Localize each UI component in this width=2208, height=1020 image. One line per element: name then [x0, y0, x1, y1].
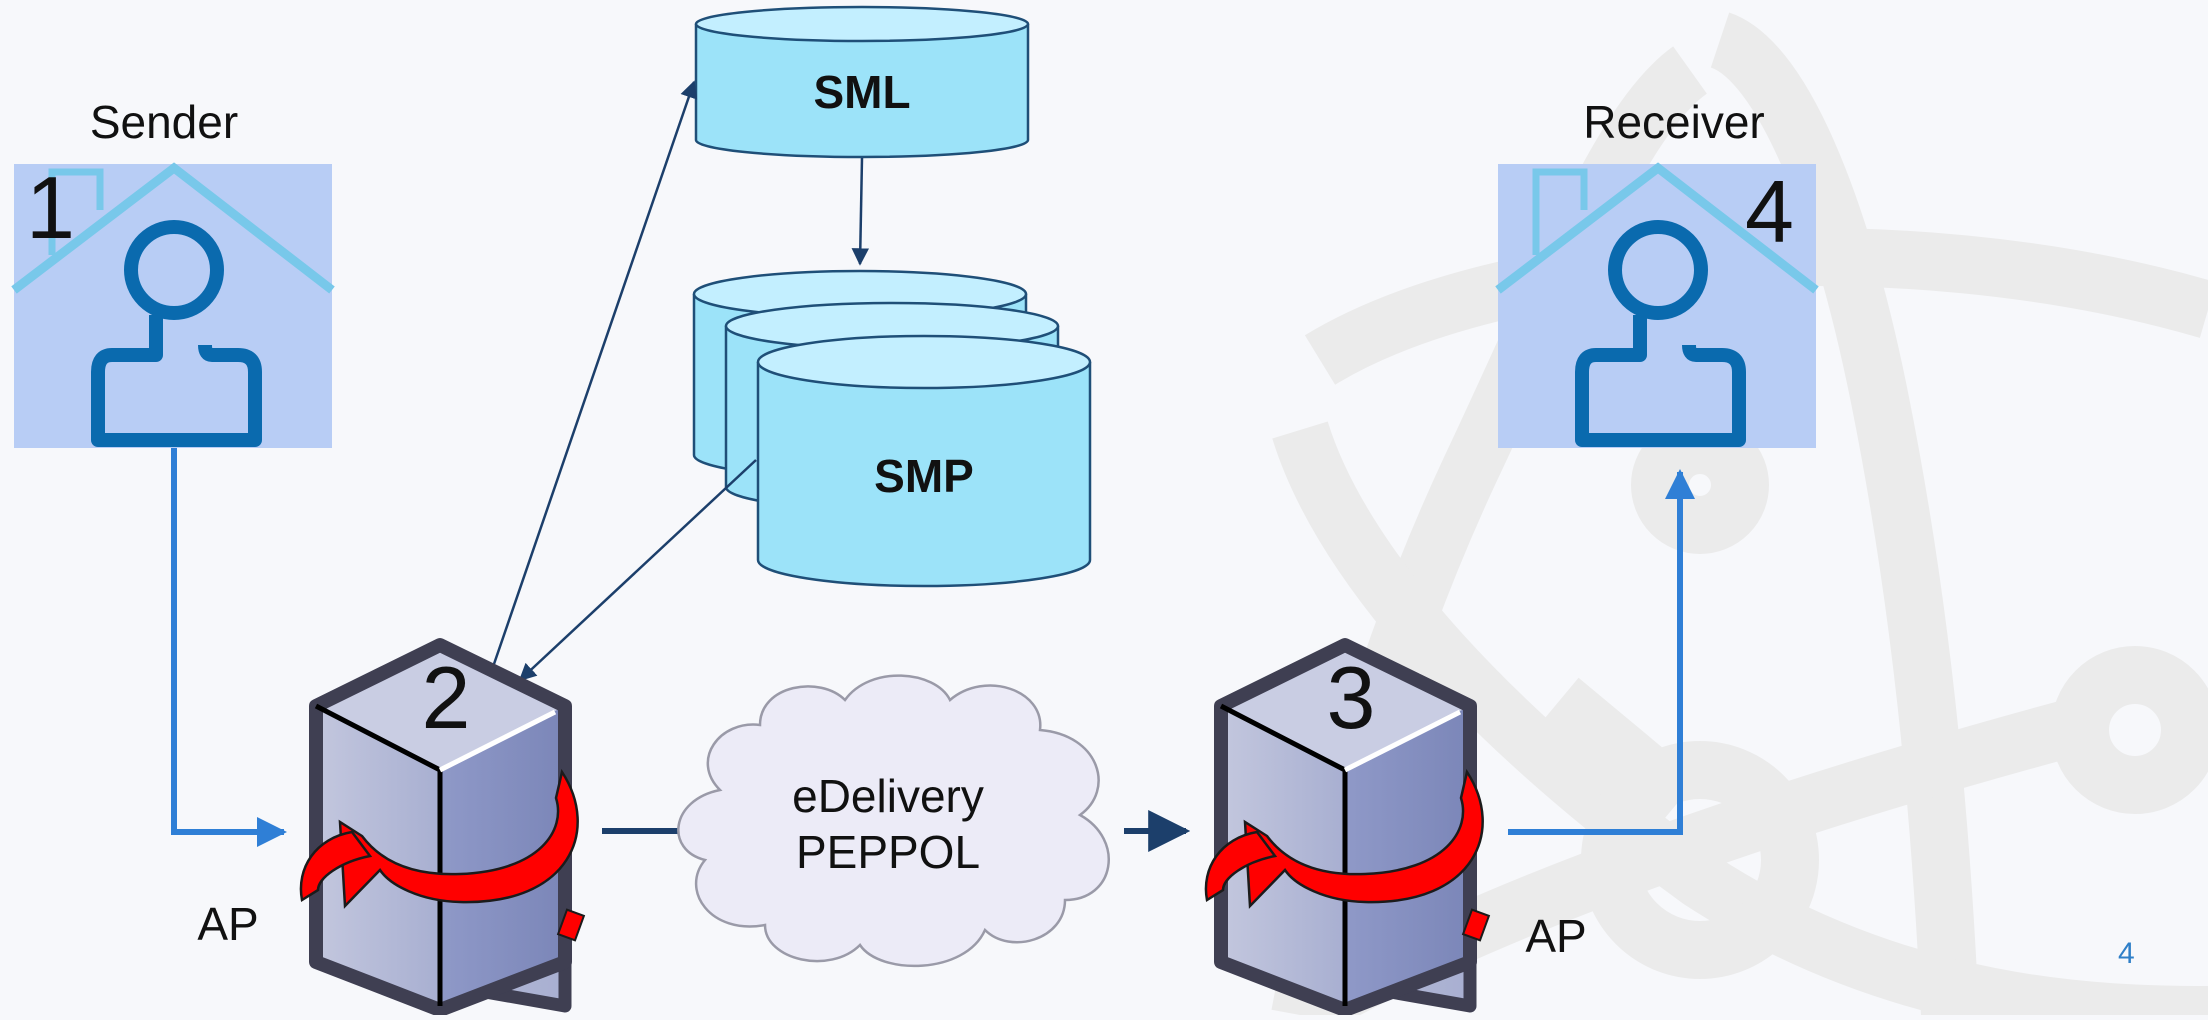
- cloud-label-line1: eDelivery: [792, 770, 984, 822]
- sender-to-ap-connector: [171, 448, 287, 847]
- sml-to-smp-arrow: [851, 157, 870, 266]
- sender-number: 1: [26, 158, 75, 257]
- sender-ap-label: AP: [197, 898, 258, 950]
- receiver-user-house-icon[interactable]: [1495, 162, 1819, 448]
- receiver-ap-exchange-arrow-icon: [1243, 768, 1484, 909]
- smp-database-icon[interactable]: [692, 269, 1092, 588]
- sender-title: Sender: [90, 96, 238, 148]
- receiver-ap-number: 3: [1327, 648, 1376, 747]
- cloud-label-line2: PEPPOL: [796, 826, 980, 878]
- slide-page-number: 4: [2118, 937, 2135, 970]
- edelivery-cloud-icon[interactable]: [677, 674, 1110, 968]
- smp-to-ap-arrow: [518, 459, 757, 682]
- sender-ap-number: 2: [422, 648, 471, 747]
- receiver-ap-label: AP: [1525, 910, 1586, 962]
- ap-to-sml-arrow: [492, 80, 698, 665]
- ap-to-receiver-connector: [1508, 469, 1695, 835]
- receiver-number: 4: [1745, 162, 1794, 261]
- smp-label: SMP: [874, 450, 974, 502]
- sml-database-icon[interactable]: [694, 5, 1030, 159]
- sender-ap-exchange-arrow-icon: [338, 768, 579, 909]
- sml-label: SML: [813, 66, 910, 118]
- receiver-ap-server-icon[interactable]: [1204, 638, 1491, 1017]
- sender-user-house-icon[interactable]: [11, 162, 335, 448]
- sender-ap-server-icon[interactable]: [299, 638, 586, 1017]
- receiver-title: Receiver: [1583, 96, 1765, 148]
